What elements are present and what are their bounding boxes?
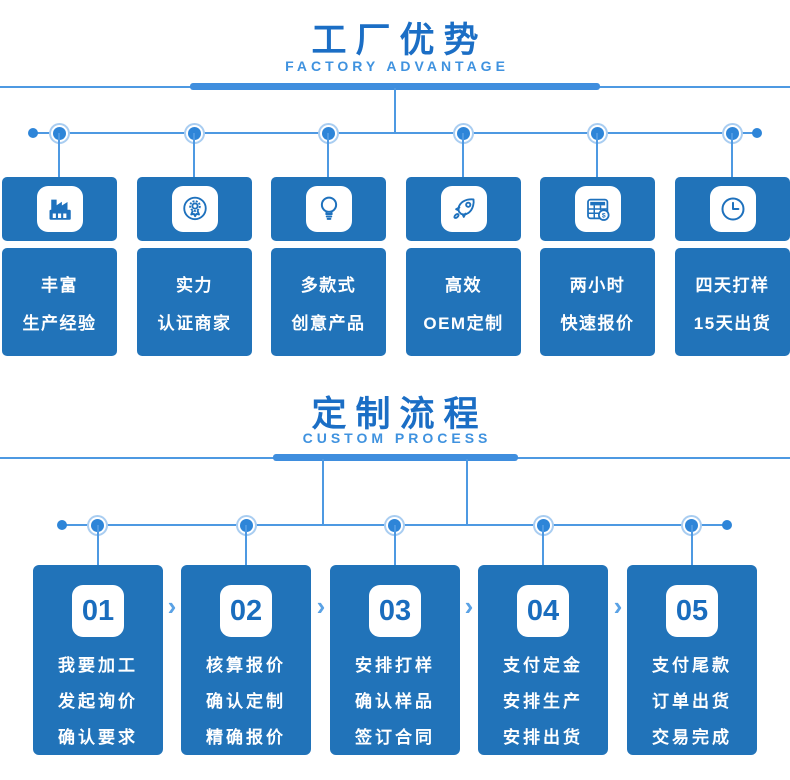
- advantage-text-card: 四天打样 15天出货: [675, 248, 790, 356]
- chevron-right-icon: ›: [167, 591, 177, 621]
- section1-title-bar: [190, 83, 600, 90]
- advantage-line: 高效: [445, 275, 482, 295]
- chevron-right-icon: ›: [316, 591, 326, 621]
- step-line: 核算报价: [206, 656, 286, 675]
- advantage-line: 实力: [176, 275, 213, 295]
- connector-end-dot: [752, 128, 762, 138]
- clock-icon: [721, 197, 744, 221]
- icon-box: [709, 186, 756, 232]
- section2-subtitle: CUSTOM PROCESS: [302, 430, 492, 446]
- step-line: 安排打样: [355, 656, 435, 675]
- calculator-icon: $: [586, 198, 610, 221]
- process-step-card: 03 安排打样 确认样品 签订合同: [330, 565, 460, 755]
- advantage-icon-card: $: [540, 177, 655, 241]
- process-step-card: 05 支付尾款 订单出货 交易完成: [627, 565, 757, 755]
- section2-drop-line: [322, 459, 324, 525]
- icon-box: [36, 186, 83, 232]
- step-line: 签订合同: [355, 728, 435, 747]
- step-stub-line: [691, 525, 693, 566]
- advantage-line: 快速报价: [560, 313, 635, 333]
- section2-title: 定制流程: [311, 395, 488, 434]
- step-stub-line: [394, 525, 396, 566]
- section2-drop-line: [466, 459, 468, 525]
- advantage-text-card: 两小时 快速报价: [540, 248, 655, 356]
- step-line: 精确报价: [206, 728, 286, 747]
- advantage-line: 两小时: [569, 275, 626, 295]
- chevron-right-icon: ›: [464, 591, 474, 621]
- factory-icon: [49, 199, 71, 220]
- step-number-badge: 05: [666, 585, 718, 637]
- step-line: 支付定金: [503, 656, 583, 675]
- section2-title-bar: [273, 454, 518, 461]
- lightbulb-icon: [320, 196, 337, 220]
- step-line: 确认要求: [58, 728, 138, 747]
- advantage-line: 多款式: [300, 275, 357, 295]
- step-stub-line: [542, 525, 544, 566]
- step-line: 我要加工: [58, 656, 138, 675]
- advantage-icon-card: [137, 177, 252, 241]
- step-number-badge: 03: [369, 585, 421, 637]
- advantage-text-card: 实力 认证商家: [137, 248, 252, 356]
- connector-end-dot: [28, 128, 38, 138]
- advantage-line: 生产经验: [22, 313, 97, 333]
- advantage-icon-card: [2, 177, 117, 241]
- svg-text:$: $: [601, 212, 605, 219]
- step-number-badge: 04: [517, 585, 569, 637]
- step-line: 支付尾款: [652, 656, 732, 675]
- card-stub-line: [58, 133, 60, 178]
- advantage-text-card: 丰富 生产经验: [2, 248, 117, 356]
- advantage-line: 四天打样: [695, 275, 770, 295]
- icon-box: $: [574, 186, 621, 232]
- section1-drop-line: [394, 88, 396, 134]
- card-stub-line: [731, 133, 733, 178]
- icon-box: [305, 186, 352, 232]
- card-stub-line: [462, 133, 464, 178]
- icon-box: [440, 186, 487, 232]
- step-stub-line: [97, 525, 99, 566]
- process-step-card: 04 支付定金 安排生产 安排出货: [478, 565, 608, 755]
- step-line: 安排出货: [503, 728, 583, 747]
- process-step-card: 02 核算报价 确认定制 精确报价: [181, 565, 311, 755]
- advantage-line: 认证商家: [157, 313, 232, 333]
- advantage-line: 15天出货: [693, 313, 772, 333]
- step-number-badge: 02: [220, 585, 272, 637]
- step-stub-line: [245, 525, 247, 566]
- card-stub-line: [596, 133, 598, 178]
- advantage-text-card: 多款式 创意产品: [271, 248, 386, 356]
- section1-title: 工厂优势: [311, 21, 488, 60]
- chevron-right-icon: ›: [613, 591, 623, 621]
- icon-box: [171, 186, 218, 232]
- advantage-text-card: 高效 OEM定制: [406, 248, 521, 356]
- connector-end-dot: [722, 520, 732, 530]
- step-line: 安排生产: [503, 692, 583, 711]
- connector-end-dot: [57, 520, 67, 530]
- advantage-line: OEM定制: [423, 313, 504, 333]
- advantage-icon-card: [675, 177, 790, 241]
- step-line: 交易完成: [652, 728, 732, 747]
- card-stub-line: [193, 133, 195, 178]
- card-stub-line: [327, 133, 329, 178]
- advantage-icon-card: [406, 177, 521, 241]
- advantage-icon-card: [271, 177, 386, 241]
- medal-icon: [182, 196, 207, 221]
- process-step-card: 01 我要加工 发起询价 确认要求: [33, 565, 163, 755]
- section1-connector-line: [33, 132, 757, 134]
- section1-subtitle: FACTORY ADVANTAGE: [285, 58, 509, 74]
- step-line: 发起询价: [58, 692, 138, 711]
- step-line: 确认定制: [206, 692, 286, 711]
- step-number-badge: 01: [72, 585, 124, 637]
- advantage-line: 丰富: [41, 275, 78, 295]
- step-line: 确认样品: [355, 692, 435, 711]
- rocket-icon: [452, 198, 475, 219]
- step-line: 订单出货: [652, 692, 732, 711]
- advantage-line: 创意产品: [291, 313, 366, 333]
